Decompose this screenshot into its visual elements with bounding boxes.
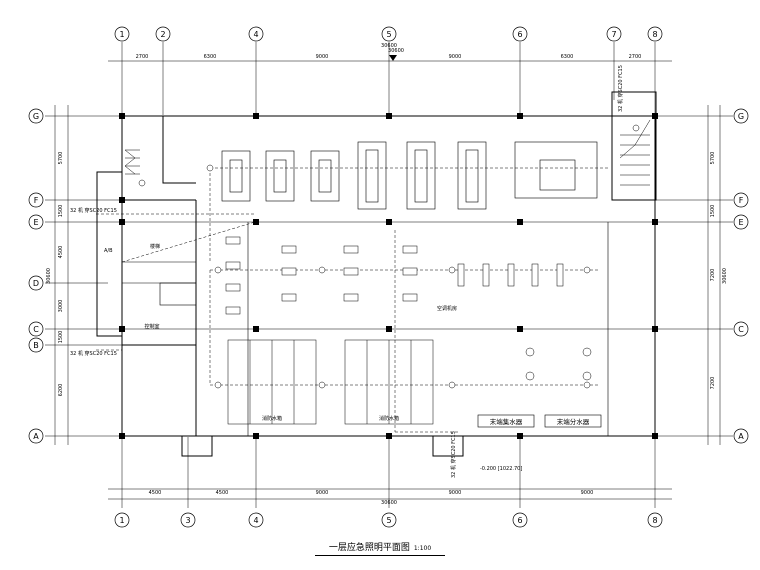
room-label-stair: 楼梯 [150,243,160,250]
row-label-left-g: G [33,112,39,121]
exterior-walls [96,91,657,457]
lighting-fixtures [225,236,564,315]
bottom-note: 32 机 穿SC20 FC15 [450,431,457,478]
grid-label-bottom-8: 8 [652,516,657,525]
room-label-water-tank-1: 消防水箱 [262,415,282,422]
row-label-right-e: E [738,218,743,227]
top-dim-3: 9000 [316,54,329,60]
stair-left [124,149,146,187]
north-marker [389,55,397,61]
left-dim-6: 6200 [58,384,64,397]
left-note-top: 32 机 穿SC20 FC15 [70,207,117,214]
collector-label: 末端集水器 [490,417,523,426]
left-dim-total: 30600 [46,268,52,284]
row-label-left-f: F [34,196,39,205]
grid-label-bottom-6: 6 [517,516,522,525]
left-dim-4: 3000 [58,300,64,313]
top-dim-2: 6300 [204,54,217,60]
grid-label-top-4: 4 [253,30,258,39]
right-dim-3: 7200 [710,269,716,282]
bottom-grid-axis [108,437,672,508]
drawing-title: 一层应急照明平面图 [328,543,410,553]
row-label-left-b: B [33,341,39,350]
grid-label-bottom-5: 5 [386,516,391,525]
chiller-units [221,141,598,210]
bottom-dim-2: 4500 [216,490,229,496]
bottom-dim-4: 9000 [449,490,462,496]
top-dim-1: 2700 [136,54,149,60]
grid-label-top-6: 6 [517,30,522,39]
right-dim-total: 30600 [722,268,728,284]
fixture-label: A/B [104,248,113,254]
elevation-note: -0.200 [1022.70] [480,466,522,472]
manifold-boxes [477,414,602,428]
grid-label-top-8: 8 [652,30,657,39]
room-label-control: 控制室 [144,323,159,330]
grid-label-bottom-3: 3 [185,516,190,525]
top-dim-4: 9000 [449,54,462,60]
room-label-water-tank-2: 消防水箱 [379,415,399,422]
grid-label-top-5: 5 [386,30,391,39]
emergency-light-symbols [206,164,592,389]
right-note: 32 机 穿SC20 FC15 [617,65,624,112]
top-dim-6: 2700 [629,54,642,60]
right-dim-1: 5700 [710,152,716,165]
left-dim-5: 1500 [58,331,64,344]
grid-label-bottom-4: 4 [253,516,258,525]
left-grid-axis [45,105,122,445]
bottom-dim-1: 4500 [149,490,162,496]
top-total-dim: 30600 [381,43,397,49]
row-label-left-e: E [33,218,38,227]
grid-label-top-2: 2 [160,30,165,39]
distributor-label: 末端分水器 [557,417,590,426]
right-dim-2: 1500 [710,205,716,218]
row-label-right-a: A [738,432,744,441]
structural-columns [119,113,658,439]
grid-bubbles-left [28,108,44,444]
grid-bubbles-bottom [114,512,663,528]
bottom-total-dim: 30600 [381,500,397,506]
row-label-left-c: C [33,325,39,334]
top-note: 30600 [388,48,404,54]
left-note-mid: 32 机 穿SC20 FC15 [70,350,117,357]
right-dim-4: 7200 [710,377,716,390]
water-tanks [227,339,434,425]
row-label-left-d: D [33,279,39,288]
grid-bubbles-right [733,108,749,444]
row-label-right-g: G [738,112,744,121]
drawing-scale: 1:100 [413,545,432,552]
bottom-dim-5: 9000 [581,490,594,496]
interior-partitions [122,221,655,436]
left-dim-3: 4500 [58,246,64,259]
left-dim-1: 5700 [58,152,64,165]
grid-label-top-1: 1 [119,30,124,39]
right-grid-axis [655,105,733,445]
top-grid-axis [108,42,672,115]
grid-bubbles-top [114,26,663,42]
row-label-right-f: F [739,196,744,205]
grid-label-top-7: 7 [611,30,616,39]
bottom-dim-3: 9000 [316,490,329,496]
top-dim-5: 6300 [561,54,574,60]
row-label-right-c: C [738,325,744,334]
stair-right [619,119,651,186]
grid-label-bottom-1: 1 [119,516,124,525]
left-dim-2: 1500 [58,205,64,218]
title-underline [315,555,445,556]
row-label-left-a: A [33,432,39,441]
room-label-ac-room: 空调机房 [437,305,457,312]
